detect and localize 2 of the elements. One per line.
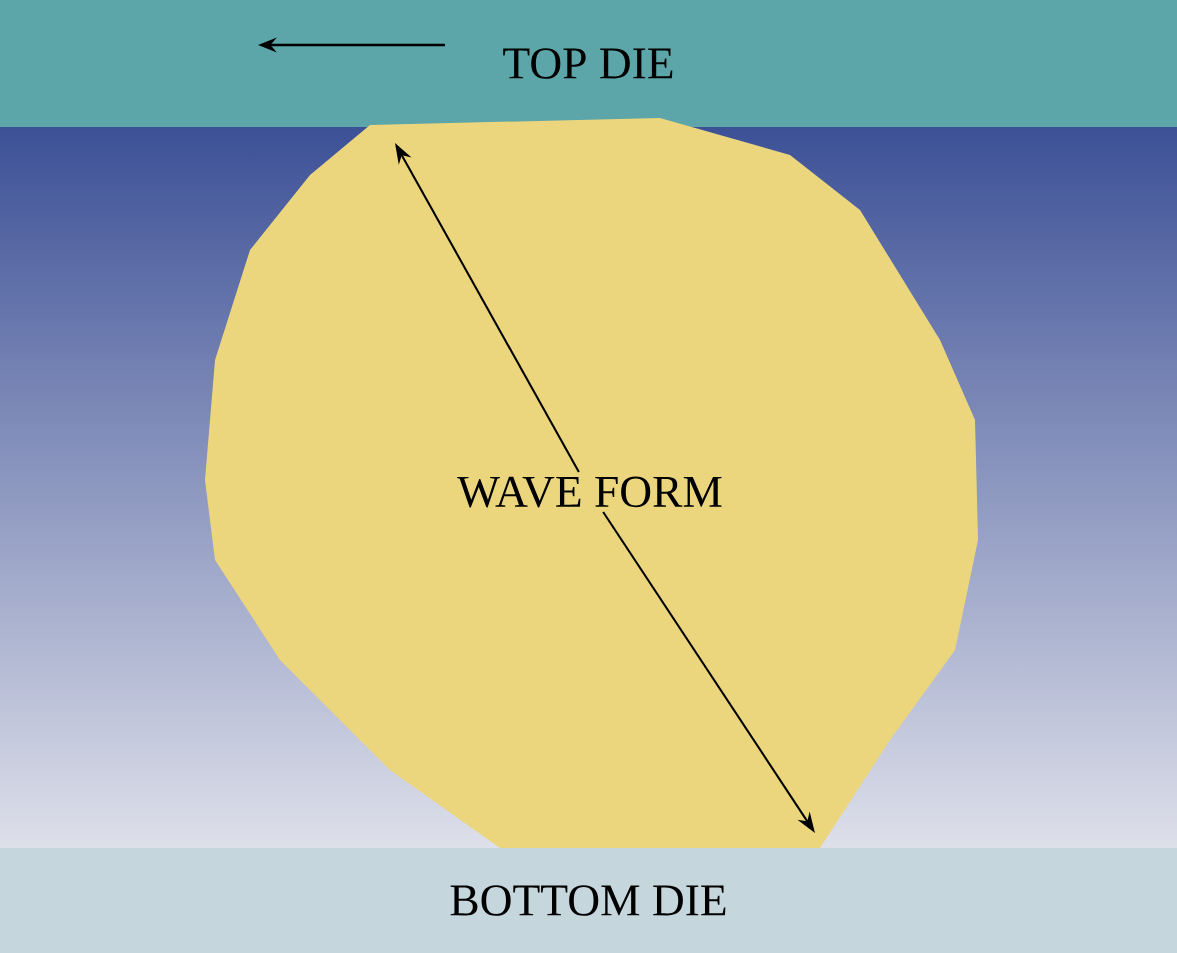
die-plate: BOTTOM DIE [0,848,1177,953]
die-plate: TOP DIE [0,0,1177,127]
